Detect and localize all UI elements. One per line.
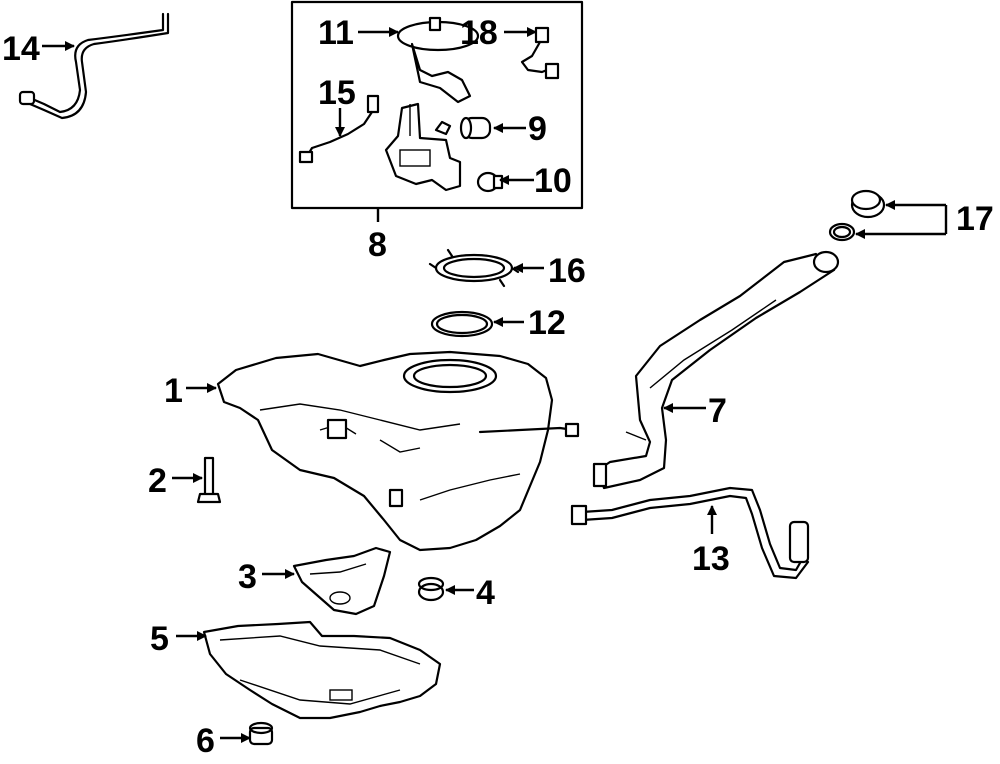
pump-bracket-body: [384, 102, 462, 192]
callout-18: 18: [460, 14, 498, 52]
callout-12: 12: [528, 304, 566, 342]
part-4-plug[interactable]: [417, 576, 445, 602]
part-9-fuel-filter[interactable]: [459, 116, 492, 140]
leader-lines: [42, 27, 948, 743]
callout-3: 3: [238, 558, 257, 596]
part-6-grommet[interactable]: [248, 721, 274, 746]
callout-2: 2: [148, 462, 167, 500]
pump-clip: [434, 120, 452, 136]
callout-7: 7: [708, 392, 727, 430]
part-1-fuel-tank[interactable]: [216, 350, 580, 552]
part-5-heat-shield[interactable]: [202, 620, 442, 720]
callout-15: 15: [318, 74, 356, 112]
part-7-filler-pipe[interactable]: [592, 250, 840, 490]
part-12-gasket[interactable]: [430, 310, 494, 338]
callout-11: 11: [318, 14, 354, 52]
callout-4: 4: [476, 574, 495, 612]
part-15-fuel-gauge-sender[interactable]: [298, 94, 380, 164]
callout-8: 8: [368, 226, 387, 264]
part-16-lock-ring[interactable]: [428, 248, 520, 288]
part-3-bracket[interactable]: [292, 546, 392, 616]
callout-16: 16: [548, 252, 586, 290]
callout-9: 9: [528, 110, 547, 148]
callout-6: 6: [196, 722, 215, 760]
part-10-strainer[interactable]: [476, 171, 504, 193]
part-13-breather-tube[interactable]: [570, 486, 810, 580]
part-18-wire-harness[interactable]: [520, 26, 560, 80]
part-8-fuel-pump-module-box[interactable]: [290, 0, 584, 222]
callout-14: 14: [2, 30, 40, 68]
callout-13: 13: [692, 540, 730, 578]
callout-10: 10: [534, 162, 572, 200]
part-17-filler-cap[interactable]: [828, 189, 886, 242]
callout-5: 5: [150, 620, 169, 658]
part-2-bolt[interactable]: [196, 456, 222, 504]
part-11-pump-assembly[interactable]: [396, 16, 480, 104]
part-14-vent-hose[interactable]: [18, 12, 170, 120]
callout-labels: 14 11 18 15 9 10 8 16 12 17 7 13 1 2 3 4…: [2, 14, 994, 760]
callout-1: 1: [164, 372, 183, 410]
callout-17: 17: [956, 200, 994, 238]
